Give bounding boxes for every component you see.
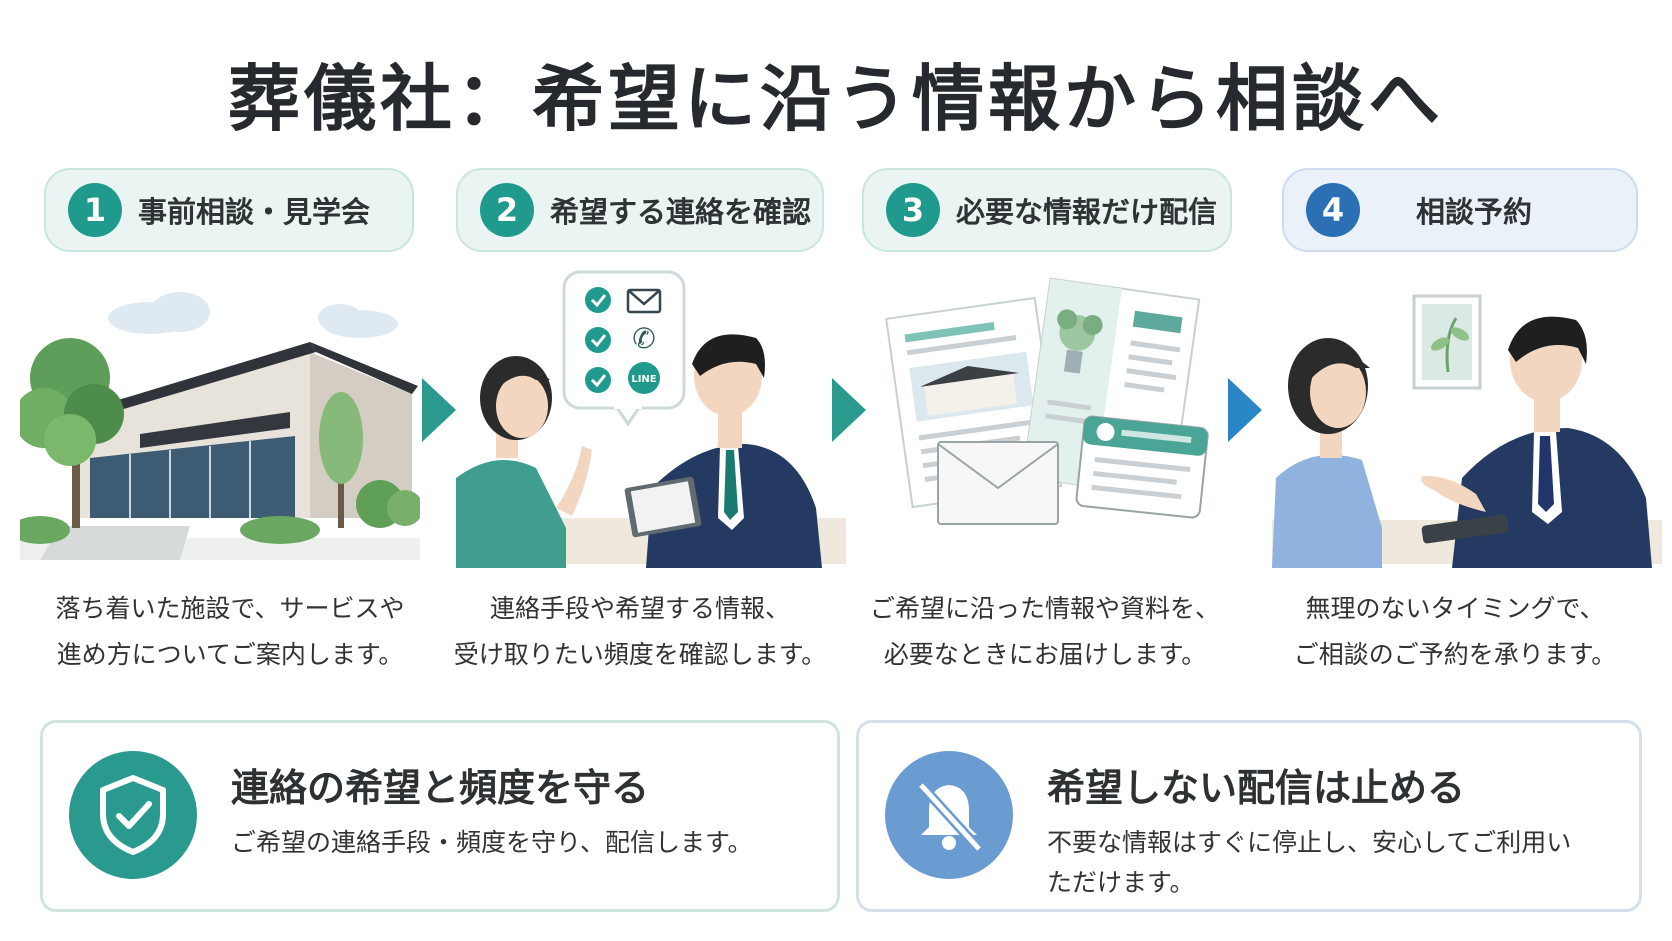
flow-arrow-2 (832, 378, 866, 442)
step-1-description-line-1: 落ち着いた施設で、サービスや (55, 594, 405, 623)
step-1-number: 1 (68, 183, 122, 237)
step-4-description-line-2: ご相談のご予約を承ります。 (1293, 640, 1617, 669)
step-4-number: 4 (1306, 183, 1360, 237)
step-3-label: 必要な情報だけ配信 (956, 195, 1218, 229)
flow-arrow-1 (422, 378, 456, 442)
step-4-description: 無理のないタイミングで、 ご相談のご予約を承ります。 (1250, 586, 1660, 678)
funeral-hall-illustration (10, 268, 423, 568)
step-2-description: 連絡手段や希望する情報、 受け取りたい頻度を確認します。 (440, 586, 840, 678)
svg-text:✆: ✆ (632, 322, 655, 355)
step-3-number: 3 (886, 183, 940, 237)
step-2-pill: 2 希望する連絡を確認 (456, 168, 824, 252)
step-4-label: 相談予約 (1416, 195, 1533, 229)
contact-confirmation-illustration: ✆ LINE (456, 268, 846, 568)
information-delivery-illustration (880, 268, 1220, 568)
step-3-description-line-2: 必要なときにお届けします。 (883, 640, 1207, 669)
step-2-label: 希望する連絡を確認 (550, 195, 812, 229)
step-4-description-line-1: 無理のないタイミングで、 (1305, 594, 1605, 623)
step-1-pill: 1 事前相談・見学会 (44, 168, 414, 252)
step-2-description-line-2: 受け取りたい頻度を確認します。 (453, 640, 827, 669)
flow-arrow-3 (1228, 378, 1262, 442)
step-3-description-line-1: ご希望に沿った情報や資料を、 (869, 594, 1220, 623)
shield-check-icon (69, 751, 197, 879)
step-4-pill: 4 相談予約 (1282, 168, 1638, 252)
step-1-description: 落ち着いた施設で、サービスや 進め方についてご案内します。 (30, 586, 430, 678)
page-title: 葬儀社：希望に沿う情報から相談へ (227, 57, 1444, 141)
stop-unwanted-delivery-card: 希望しない配信は止める 不要な情報はすぐに停止し、安心してご利用いただけます。 (856, 720, 1642, 912)
step-1-label: 事前相談・見学会 (138, 195, 371, 229)
contact-preference-card: 連絡の希望と頻度を守る ご希望の連絡手段・頻度を守り、配信します。 (40, 720, 840, 912)
line-app-icon: LINE (631, 374, 656, 385)
card-1-body: ご希望の連絡手段・頻度を守り、配信します。 (231, 828, 753, 857)
reservation-illustration (1272, 268, 1662, 568)
step-2-number: 2 (480, 183, 534, 237)
step-2-description-line-1: 連絡手段や希望する情報、 (489, 594, 790, 623)
step-1-description-line-2: 進め方についてご案内します。 (56, 640, 404, 669)
bell-off-icon (885, 751, 1013, 879)
card-2-title: 希望しない配信は止める (1047, 766, 1466, 810)
step-3-description: ご希望に沿った情報や資料を、 必要なときにお届けします。 (845, 586, 1245, 678)
card-2-body: 不要な情報はすぐに停止し、安心してご利用いただけます。 (1047, 828, 1572, 897)
card-1-title: 連絡の希望と頻度を守る (231, 766, 650, 810)
step-3-pill: 3 必要な情報だけ配信 (862, 168, 1232, 252)
